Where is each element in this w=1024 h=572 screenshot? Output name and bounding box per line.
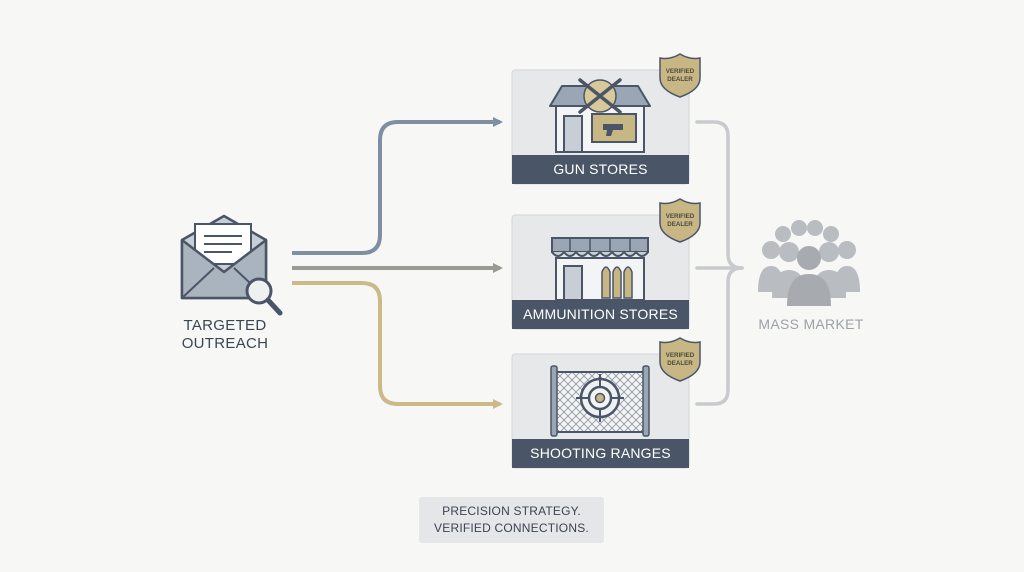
badge-line1: VERIFIED [666, 352, 695, 359]
badge-line2: DEALER [667, 360, 693, 367]
card-label-ammunition-stores: AMMUNITION STORES [523, 306, 678, 322]
card-gun-stores: GUN STORES VERIFIED DEALER [511, 53, 701, 185]
verified-badge-icon: VERIFIED DEALER [659, 337, 701, 382]
crowd-icon [758, 220, 860, 306]
faded-bracket-connector [695, 120, 744, 406]
envelope-search-icon [180, 214, 283, 316]
footer-line1: PRECISION STRATEGY. [442, 504, 581, 518]
footer-tagline-box: PRECISION STRATEGY. VERIFIED CONNECTIONS… [419, 497, 604, 543]
source-label-line1: TARGETED [184, 317, 267, 334]
verified-badge-icon: VERIFIED DEALER [659, 198, 701, 243]
mass-market-label: MASS MARKET [758, 316, 863, 332]
card-label-shooting-ranges: SHOOTING RANGES [530, 445, 671, 461]
card-shooting-ranges: SHOOTING RANGES VERIFIED DEALER [511, 337, 701, 469]
badge-line2: DEALER [667, 221, 693, 228]
card-label-gun-stores: GUN STORES [553, 161, 647, 177]
storefront-rifles-icon [549, 78, 651, 153]
badge-line2: DEALER [667, 76, 693, 83]
target-range-icon [550, 365, 650, 437]
card-label-bar [512, 300, 689, 329]
footer-line2: VERIFIED CONNECTIONS. [434, 521, 589, 535]
card-label-bar [512, 155, 689, 184]
storefront-cartridges-icon [551, 237, 649, 301]
verified-badge-icon: VERIFIED DEALER [659, 53, 701, 98]
arrow-to-shooting-ranges [292, 281, 503, 409]
badge-line1: VERIFIED [666, 213, 695, 220]
card-ammunition-stores: AMMUNITION STORES VERIFIED DEALER [511, 198, 701, 330]
source-label-line2: OUTREACH [182, 335, 269, 352]
arrow-to-gun-stores [292, 117, 503, 255]
badge-line1: VERIFIED [666, 68, 695, 75]
card-label-bar [512, 439, 689, 468]
